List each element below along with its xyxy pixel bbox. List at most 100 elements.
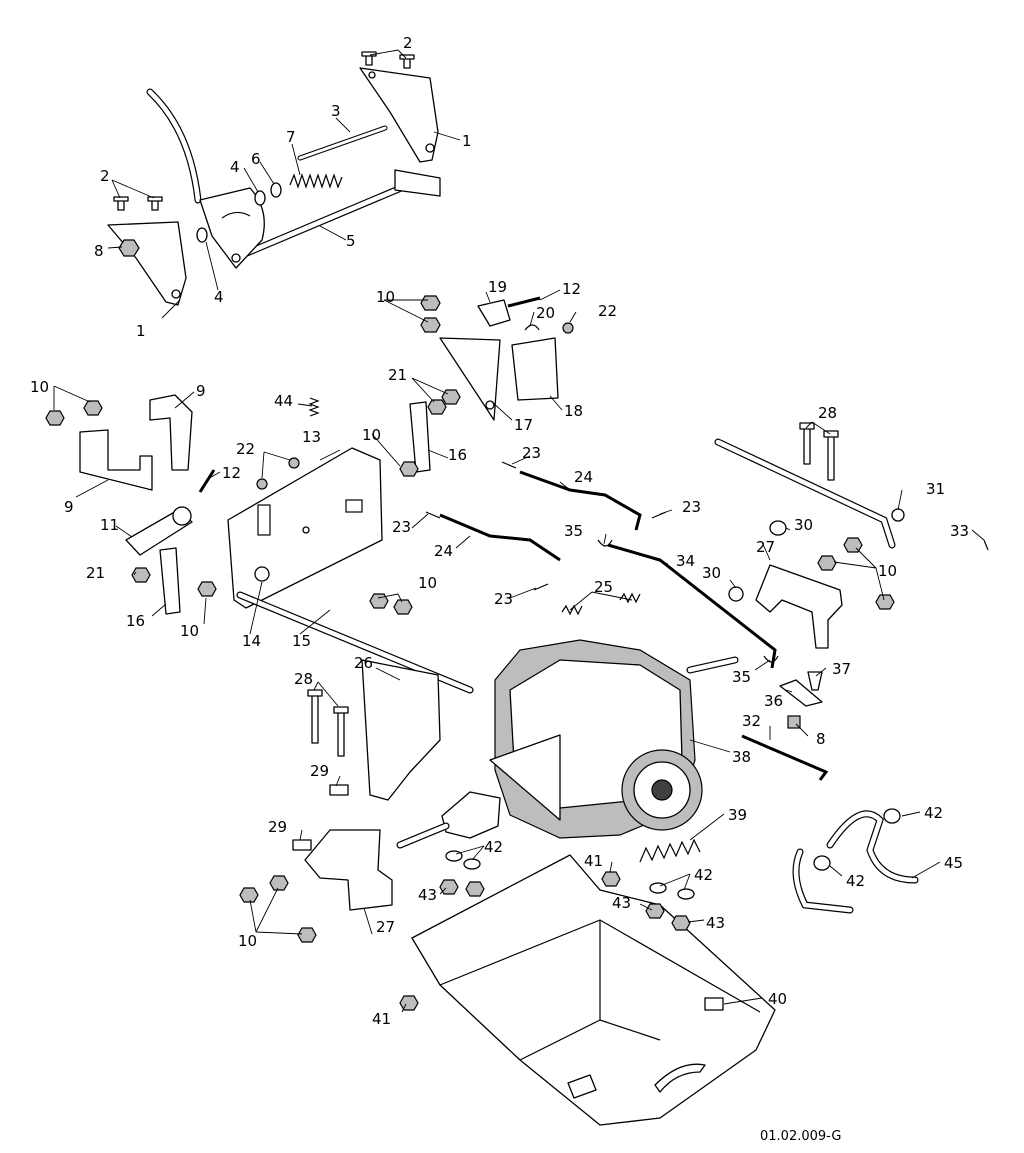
nut-22-left: [288, 457, 300, 469]
callout-21: 21: [388, 366, 407, 384]
callout-10: 10: [376, 288, 395, 306]
callout-26: 26: [354, 654, 373, 672]
callout-8: 8: [816, 730, 826, 748]
plate-17: [439, 337, 501, 421]
rod-24-upper: [519, 470, 642, 531]
callout-43: 43: [706, 914, 725, 932]
callout-23: 23: [682, 498, 701, 516]
callout-28: 28: [294, 670, 313, 688]
callout-24: 24: [434, 542, 453, 560]
callout-19: 19: [488, 278, 507, 296]
nut-22-upper: [562, 322, 574, 334]
callout-42: 42: [924, 804, 943, 822]
callout-30: 30: [794, 516, 813, 534]
bracket-18: [511, 337, 559, 401]
callout-10: 10: [362, 426, 381, 444]
bracket-9-upper: [149, 394, 193, 471]
callout-6: 6: [251, 150, 261, 168]
callout-12: 12: [562, 280, 581, 298]
part-36: [779, 679, 823, 707]
nut-8-upper: [118, 239, 140, 257]
callout-12: 12: [222, 464, 241, 482]
link-16-right: [409, 401, 431, 473]
washer-30-upper: [769, 520, 787, 536]
nut-22-left-b: [256, 478, 268, 490]
bolt-28-left-b: [337, 711, 345, 757]
callout-16: 16: [448, 446, 467, 464]
callout-2: 2: [100, 167, 110, 185]
bolt-2-set: [113, 51, 415, 211]
callout-29: 29: [268, 818, 287, 836]
callout-4: 4: [230, 158, 240, 176]
callout-27: 27: [376, 918, 395, 936]
callout-28: 28: [818, 404, 837, 422]
pin-12-left: [198, 469, 216, 493]
cotter-23-c: [425, 511, 441, 519]
bolt-28-right-a: [803, 427, 811, 465]
callout-42: 42: [846, 872, 865, 890]
cotter-35-a: [597, 539, 613, 547]
washer-4-lower: [196, 227, 208, 243]
callout-16: 16: [126, 612, 145, 630]
callout-37: 37: [832, 660, 851, 678]
callout-23: 23: [522, 444, 541, 462]
bolt-29-lower: [292, 839, 312, 851]
clip-20: [524, 324, 540, 331]
shift-lever-assembly: [107, 51, 441, 306]
callout-38: 38: [732, 748, 751, 766]
rod-32: [741, 734, 829, 781]
callout-22: 22: [598, 302, 617, 320]
handle-bracket-right: [359, 67, 439, 163]
cotter-33: [983, 539, 989, 551]
washer-42-right-lower: [813, 855, 831, 871]
pin-12-upper: [507, 296, 541, 308]
spring-7: [289, 173, 343, 189]
callout-35: 35: [732, 668, 751, 686]
side-plate-assembly: [79, 299, 642, 911]
callout-13: 13: [302, 428, 321, 446]
cotter-23-a: [501, 461, 517, 469]
cotter-23-d: [533, 583, 549, 591]
callout-36: 36: [764, 692, 783, 710]
washer-6: [270, 182, 282, 198]
bracket-26: [361, 659, 441, 801]
callout-43: 43: [612, 894, 631, 912]
callout-10: 10: [878, 562, 897, 580]
callout-34: 34: [676, 552, 695, 570]
callout-43: 43: [418, 886, 437, 904]
screw-41-upper: [601, 871, 621, 887]
right-hardware: [607, 422, 919, 914]
washer-42-right-upper: [883, 808, 901, 824]
nut-43-a: [439, 879, 459, 895]
spring-25: [561, 592, 641, 616]
callout-10: 10: [238, 932, 257, 950]
leader-lines: [53, 49, 985, 1013]
washer-4-upper: [254, 190, 266, 206]
pan-tab: [704, 997, 724, 1011]
bracket-27-right: [755, 564, 843, 649]
callout-44: 44: [274, 392, 293, 410]
bolt-28-right-b: [827, 435, 835, 481]
callout-10: 10: [418, 574, 437, 592]
rod-24-lower: [439, 513, 561, 562]
callout-33: 33: [950, 522, 969, 540]
callout-2: 2: [403, 34, 413, 52]
callout-9: 9: [64, 498, 74, 516]
callout-39: 39: [728, 806, 747, 824]
callout-8: 8: [94, 242, 104, 260]
callout-27: 27: [756, 538, 775, 556]
callout-23: 23: [494, 590, 513, 608]
callout-5: 5: [346, 232, 356, 250]
callout-41: 41: [372, 1010, 391, 1028]
bracket-9-lower: [79, 429, 153, 491]
callout-11: 11: [100, 516, 119, 534]
callout-9: 9: [196, 382, 206, 400]
callout-45: 45: [944, 854, 963, 872]
bolt-28-left-a: [311, 694, 319, 744]
link-16-left: [159, 547, 181, 615]
callout-18: 18: [564, 402, 583, 420]
bolt-37: [807, 671, 823, 691]
callout-23: 23: [392, 518, 411, 536]
callout-10: 10: [30, 378, 49, 396]
